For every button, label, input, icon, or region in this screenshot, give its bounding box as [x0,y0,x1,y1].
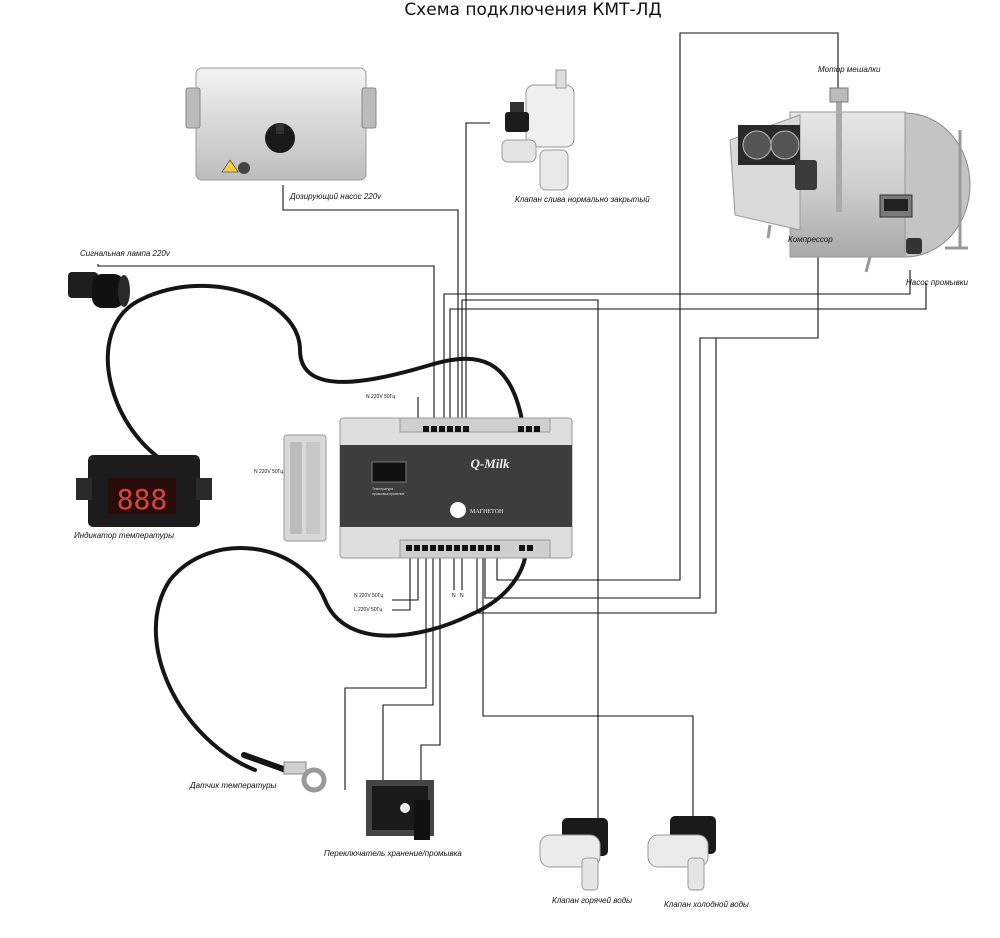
temperature-indicator: 888 [76,455,212,527]
wires [97,32,927,820]
hot-valve-label: Клапан горячей воды [552,896,632,905]
controller-brand: Q-Milk [471,456,511,471]
cold-valve-label: Клапан холодной воды [664,900,749,909]
milk-tank [729,87,971,273]
switch-knob-icon [400,803,410,813]
warning-icon [221,159,239,173]
drain-valve [501,69,575,191]
dosing-pump [185,67,377,181]
terminal-block [283,434,327,542]
temperature-sensor [283,761,327,793]
dosing-pump-label: Дозирующий насос 220v [289,192,382,201]
diagram-title: Схема подключения КМТ-ЛД [404,0,661,20]
dosing-knob-icon [265,123,295,153]
n1-label: N [452,593,456,599]
dip-label-1: Температура [372,487,393,491]
mode-switch [366,780,434,840]
temp-sensor-label: Датчик температуры [189,781,277,790]
bottom-l-label: L 220V 50Гц [354,607,382,613]
bottom-n-label: N 220V 50Гц [354,593,383,599]
magneton-logo-icon [450,502,466,518]
ce-mark-icon [238,162,250,174]
fan-icon [742,130,772,160]
signal-lamp-label: Сигнальная лампа 220v [80,249,171,258]
q-milk-controller [339,417,573,559]
top-n-label: N 220V 50Гц [366,394,395,400]
stirrer-motor-label: Мотор мешалки [818,65,881,74]
dip-label-2: промывка/хранение [372,492,405,496]
compressor-label: Компрессор [788,235,833,244]
cables [105,283,528,773]
wash-pump-label: Насос промывки [906,278,969,287]
hot-water-valve [539,818,608,891]
mode-switch-label: Переключатель хранение/промывка [324,849,462,858]
temp-indicator-label: Индикатор температуры [74,531,174,540]
controller-maker: МАГНЕТОН [470,509,504,515]
n2-label: N [460,593,464,599]
drain-valve-label: Клапан слива нормально закрытый [515,195,650,204]
fan-icon [770,130,800,160]
signal-lamp [68,272,130,308]
cold-water-valve [647,816,716,891]
indicator-digits: 888 [117,483,168,516]
side-n-label: N 220V 50Гц [254,469,283,475]
